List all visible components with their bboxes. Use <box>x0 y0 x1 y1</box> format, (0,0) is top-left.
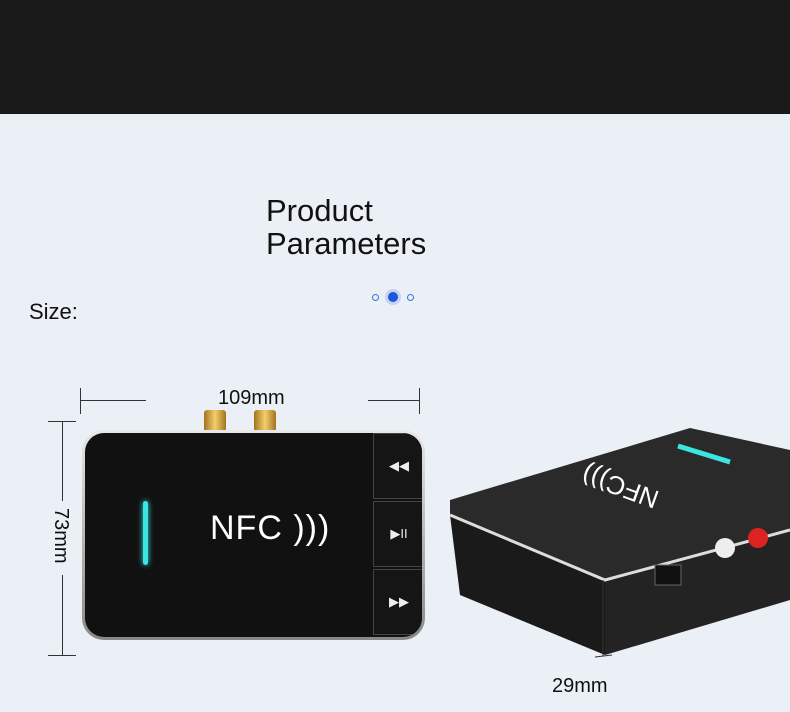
device-side-view: NFC))) <box>449 428 790 658</box>
height-dimension: 73mm <box>50 508 72 564</box>
width-dimension: 109mm <box>218 387 285 409</box>
rca-connector <box>204 410 226 432</box>
device-side-face <box>605 530 790 655</box>
carousel-dots <box>372 292 414 302</box>
dim-tick <box>48 655 76 656</box>
nfc-waves-icon: ))) <box>293 509 331 547</box>
page-title: Product Parameters <box>266 193 427 261</box>
status-led <box>677 443 731 465</box>
dim-tick <box>80 388 81 414</box>
next-icon: ▶▶ <box>389 594 409 609</box>
carousel-dot[interactable] <box>407 293 414 301</box>
dim-line <box>62 575 63 655</box>
carousel-dot[interactable] <box>372 293 379 301</box>
nfc-logo: NFC ))) <box>210 509 330 548</box>
depth-dimension: 29mm <box>552 675 608 697</box>
nfc-text: NFC <box>210 509 283 547</box>
rca-connector <box>254 410 276 432</box>
device-top <box>450 428 790 580</box>
play-pause-button[interactable]: ▶II <box>373 501 422 567</box>
carousel-dot-active[interactable] <box>388 292 398 302</box>
dim-line <box>80 400 146 401</box>
device-front-face <box>450 515 605 655</box>
usb-port <box>654 564 682 586</box>
previous-icon: ◀◀ <box>389 458 409 473</box>
size-label: Size: <box>29 299 78 324</box>
rca-white <box>715 538 735 558</box>
dim-tick <box>594 654 613 658</box>
status-led <box>143 501 148 565</box>
previous-button[interactable]: ◀◀ <box>373 433 422 499</box>
dim-tick <box>419 388 420 414</box>
play-pause-icon: ▶II <box>390 526 408 541</box>
device-front-view: NFC ))) ◀◀ ▶II ▶▶ <box>82 430 425 640</box>
dim-line <box>62 421 63 501</box>
dim-line <box>368 400 420 401</box>
rca-red <box>748 528 768 548</box>
next-button[interactable]: ▶▶ <box>373 569 422 635</box>
top-bar <box>0 0 790 114</box>
